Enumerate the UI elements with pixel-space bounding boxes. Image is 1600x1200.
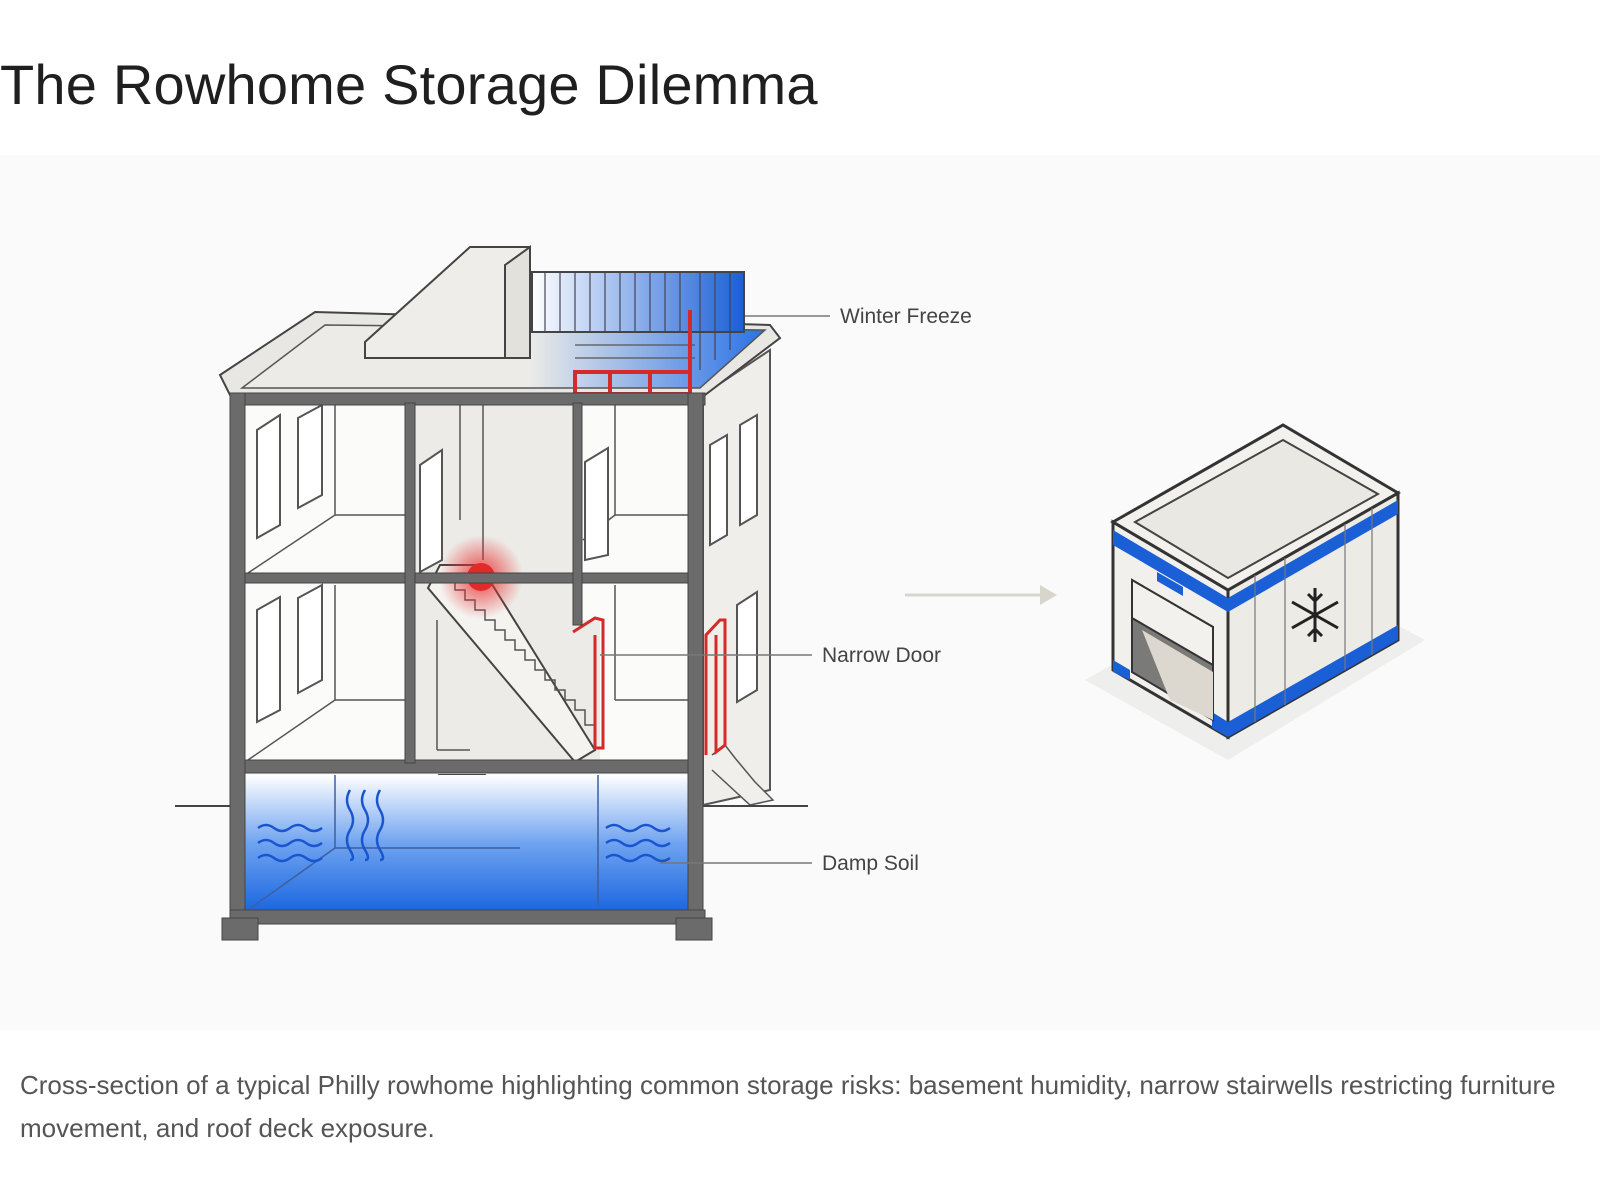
rowhome-illustration: Winter Freeze Narrow Door Damp Soil [175,245,1425,941]
narrow-door-highlight [572,616,727,756]
callout-label: Damp Soil [822,852,919,875]
roof-deck-railing [531,271,745,396]
figure-caption: Cross-section of a typical Philly rowhom… [20,1070,1556,1143]
callout-damp-soil: Damp Soil [660,852,919,875]
callout-winter-freeze: Winter Freeze [745,305,972,328]
side-facade [702,348,771,807]
interior-windows [256,403,609,724]
callout-narrow-door: Narrow Door [600,644,941,667]
illustration-figure: Winter Freeze Narrow Door Damp Soil [0,155,1600,1030]
snowflake-icon [1291,588,1339,642]
storage-unit [1085,423,1425,760]
arrow-right-icon [905,585,1057,605]
side-windows [709,413,758,704]
rowhome-cross-section [175,245,808,941]
structural-walls [221,392,713,941]
room-perspective-lines [247,403,688,761]
callout-label: Winter Freeze [840,305,972,328]
basement-water [245,775,688,912]
callout-label: Narrow Door [822,644,941,667]
humidity-waves [257,789,671,863]
page-title: The Rowhome Storage Dilemma [0,53,818,116]
